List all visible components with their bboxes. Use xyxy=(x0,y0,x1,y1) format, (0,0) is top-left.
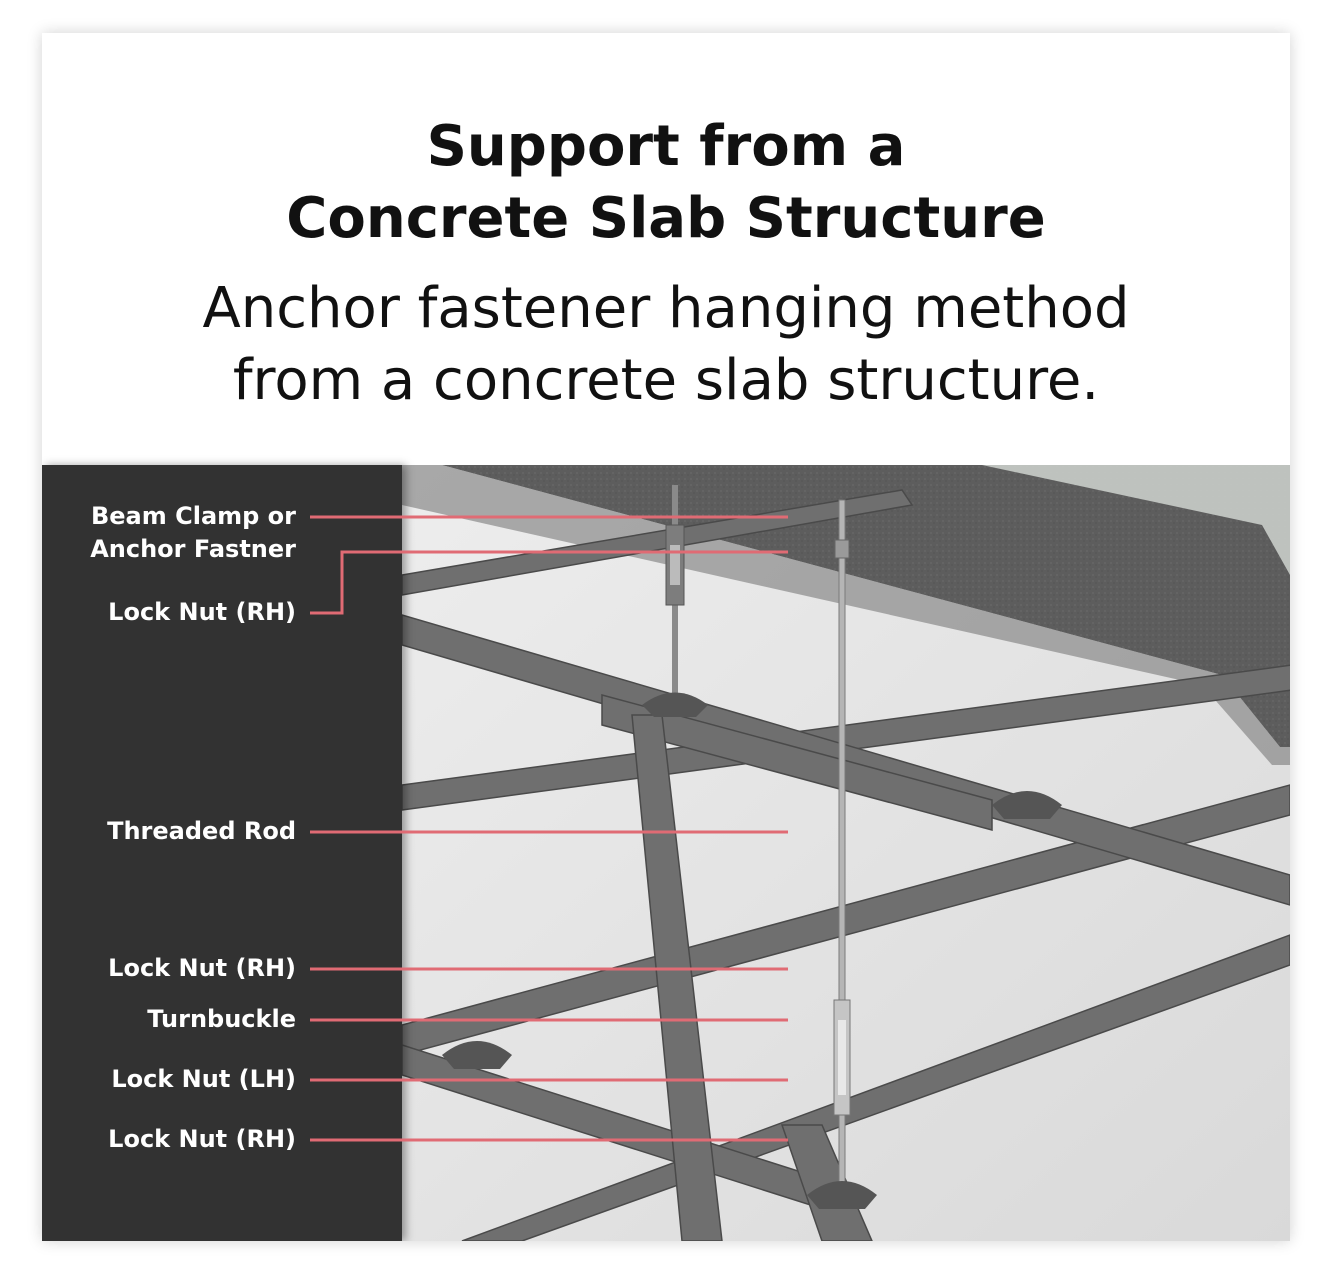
grid-frame xyxy=(402,489,1290,1241)
label-turnbuckle: Turnbuckle xyxy=(147,1005,296,1033)
label-threaded-rod: Threaded Rod xyxy=(107,817,296,845)
label-lock-nut-rh-2: Lock Nut (RH) xyxy=(108,1125,296,1153)
diagram-card: Support from a Concrete Slab Structure A… xyxy=(42,33,1290,1241)
subtitle-line-1: Anchor fastener hanging method xyxy=(202,276,1130,341)
label-beam-clamp-line-2: Anchor Fastner xyxy=(90,535,296,563)
title-line-2: Concrete Slab Structure xyxy=(286,186,1046,251)
threaded-rod-assembly xyxy=(807,499,877,1209)
label-lock-nut-top: Lock Nut (RH) xyxy=(108,598,296,626)
title-line-1: Support from a xyxy=(426,114,906,179)
page-subtitle: Anchor fastener hanging method from a co… xyxy=(42,273,1290,417)
label-lock-nut-lh: Lock Nut (LH) xyxy=(111,1065,296,1093)
label-beam-clamp: Beam Clamp or Anchor Fastner xyxy=(90,500,296,566)
concrete-slab xyxy=(402,465,1290,747)
label-beam-clamp-line-1: Beam Clamp or xyxy=(90,502,296,530)
subtitle-line-2: from a concrete slab structure. xyxy=(232,348,1100,413)
clip-right xyxy=(992,791,1062,819)
page-title: Support from a Concrete Slab Structure xyxy=(42,111,1290,255)
clip-left xyxy=(442,1041,512,1069)
slab-top-surface xyxy=(982,465,1290,575)
ceiling-grid-illustration xyxy=(402,465,1290,1241)
label-lock-nut-rh-1: Lock Nut (RH) xyxy=(108,954,296,982)
